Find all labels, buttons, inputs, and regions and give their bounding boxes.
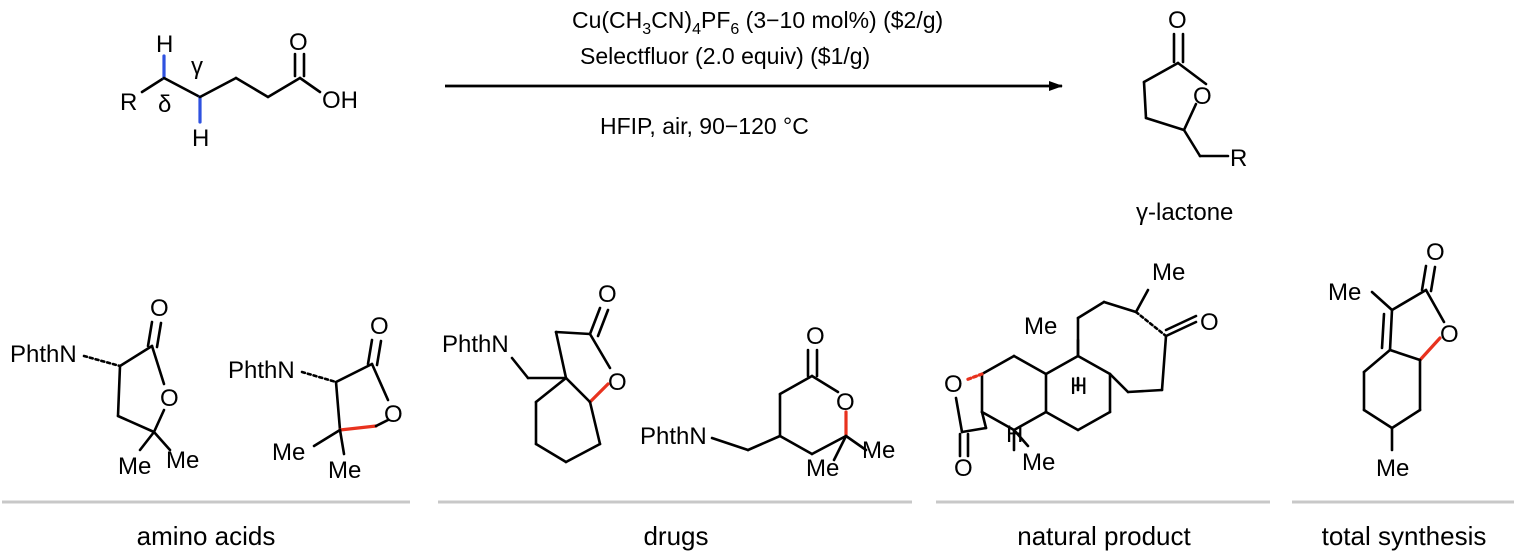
drug2-me-bottom: Me	[806, 455, 839, 482]
np-ring-o: O	[944, 371, 963, 398]
np-me-top: Me	[1152, 259, 1185, 286]
np-ketone-o: O	[1200, 309, 1219, 336]
reaction-conditions: Cu(CH3CN)4PF6 (3−10 mol%) ($2/g) Selectf…	[445, 7, 1063, 139]
drug-example-2: PhthN O O Me Me	[640, 323, 895, 482]
aa2-ring-o: O	[384, 401, 403, 428]
total-synthesis-example: Me O O Me	[1328, 239, 1459, 482]
ts-me-bottom: Me	[1376, 455, 1409, 482]
amino-acid-example-2: PhthN O O Me Me	[228, 313, 403, 484]
ts-me-top: Me	[1328, 279, 1361, 306]
aa1-me-left: Me	[118, 453, 151, 480]
aa1-me-right: Me	[166, 447, 199, 474]
substrate-carbonyl-o: O	[289, 29, 308, 56]
substrate-oh: OH	[322, 87, 358, 114]
category-total-synthesis: total synthesis	[1322, 521, 1487, 551]
substrate-r: R	[120, 89, 137, 116]
np-carbonyl-o: O	[954, 455, 973, 482]
np-me-bottom: Me	[1022, 449, 1055, 476]
ts-ring-o: O	[1440, 321, 1459, 348]
amino-acid-example-1: PhthN O O Me Me	[10, 295, 199, 480]
aa2-me-left: Me	[272, 439, 305, 466]
drug1-carbonyl-o: O	[598, 281, 617, 308]
substrate-gamma-label: γ	[191, 53, 203, 80]
drug2-carbonyl-o: O	[806, 323, 825, 350]
aa2-phthn: PhthN	[228, 357, 295, 384]
substrate-h-bottom: H	[192, 125, 209, 152]
np-h-lower: H	[1006, 421, 1023, 448]
drug2-ring-o: O	[836, 389, 855, 416]
substrate-h-top: H	[156, 31, 173, 58]
aa1-carbonyl-o: O	[150, 295, 169, 322]
category-amino-acids: amino acids	[137, 521, 276, 551]
product-r: R	[1230, 145, 1247, 172]
category-natural-product: natural product	[1017, 521, 1191, 551]
category-section: amino acids drugs natural product total …	[2, 500, 1514, 551]
aa1-phthn: PhthN	[10, 341, 77, 368]
substrate-structure: R H δ γ H O OH	[120, 29, 358, 152]
product-carbonyl-o: O	[1168, 7, 1187, 34]
category-drugs: drugs	[643, 521, 708, 551]
np-me-mid: Me	[1024, 313, 1057, 340]
drug-example-1: PhthN O O	[442, 281, 627, 464]
aa2-carbonyl-o: O	[370, 313, 389, 340]
np-h-upper: H	[1070, 373, 1087, 400]
aa2-me-bottom: Me	[328, 457, 361, 484]
ts-carbonyl-o: O	[1426, 239, 1445, 266]
natural-product-example: Me O Me H H O O M	[944, 259, 1219, 482]
catalyst-text: Cu(CH3CN)4PF6 (3−10 mol%) ($2/g)	[572, 7, 943, 38]
product-label: γ-lactone	[1136, 199, 1233, 226]
solvent-text: HFIP, air, 90−120 °C	[600, 113, 809, 139]
drug2-phthn: PhthN	[640, 423, 707, 450]
drug1-ring-o: O	[608, 369, 627, 396]
oxidant-text: Selectfluor (2.0 equiv) ($1/g)	[580, 43, 870, 69]
substrate-delta-label: δ	[158, 91, 171, 118]
product-structure: O O R γ-lactone	[1136, 7, 1247, 226]
drug2-me-right: Me	[862, 437, 895, 464]
aa1-ring-o: O	[160, 385, 179, 412]
product-ring-o: O	[1193, 83, 1212, 110]
drug1-phthn: PhthN	[442, 331, 509, 358]
